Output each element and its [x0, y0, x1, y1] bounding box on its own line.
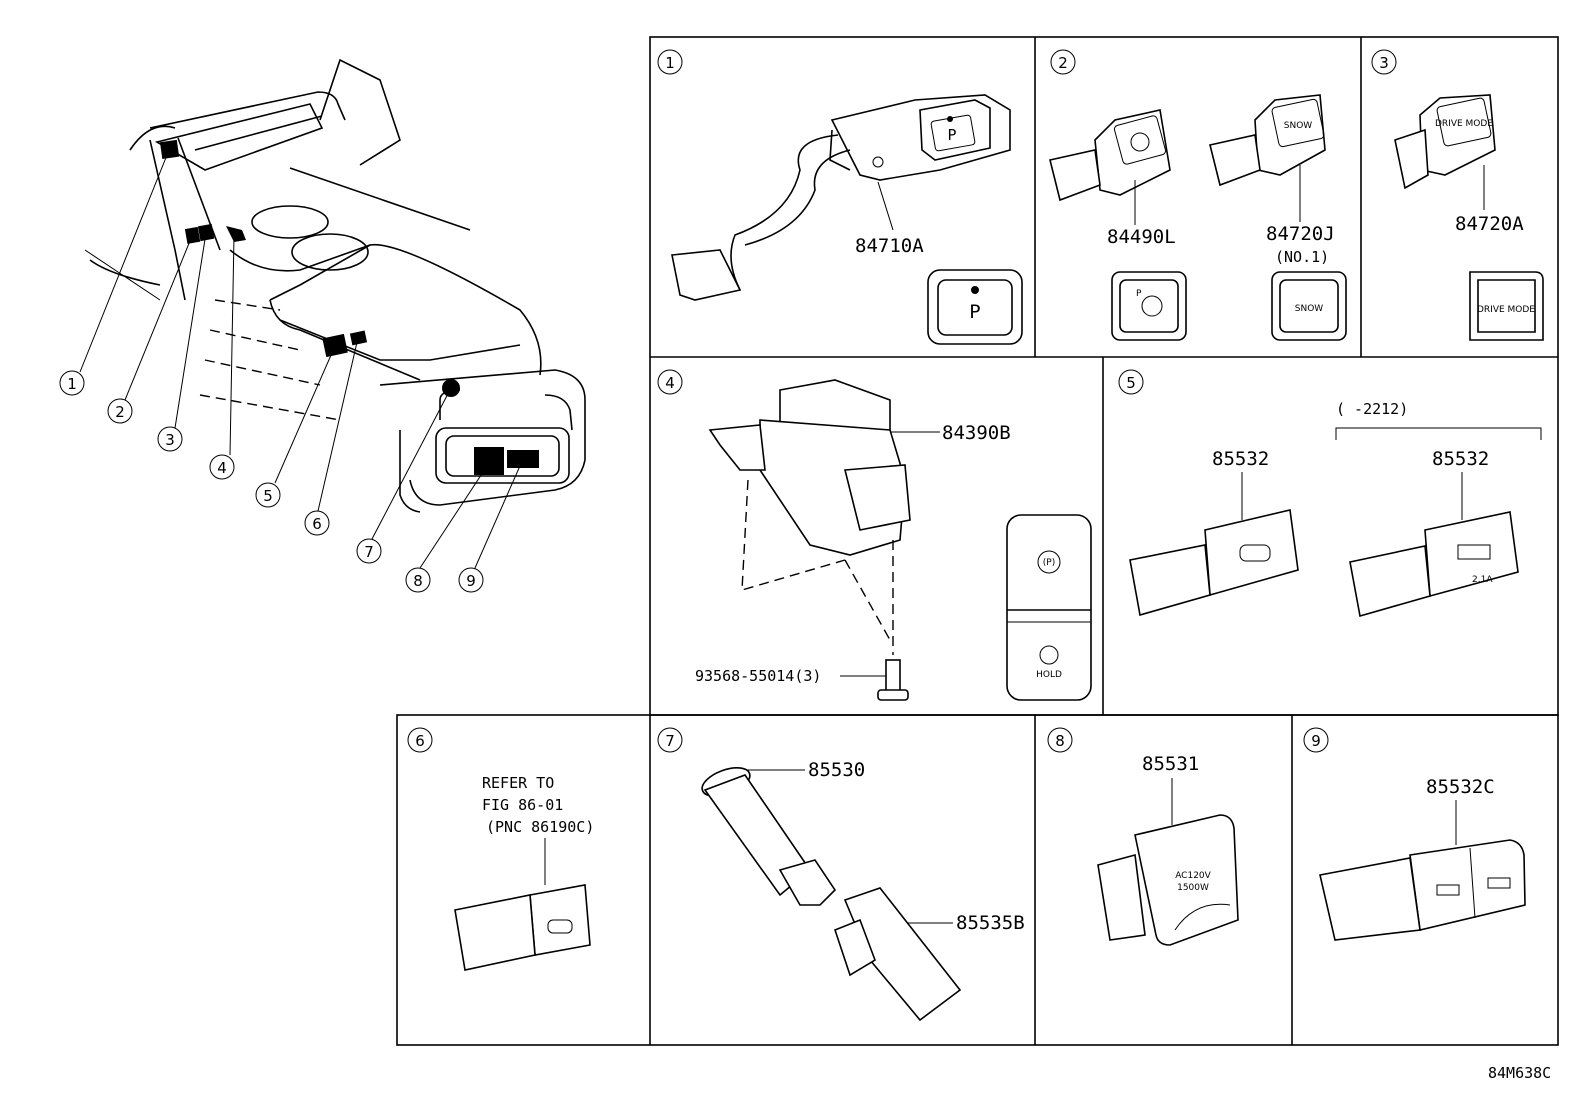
- svg-text:6: 6: [415, 732, 425, 750]
- steering-heater-button-face: P: [1111, 271, 1187, 341]
- drive-mode-button-face: DRIVE MODE: [1469, 271, 1544, 341]
- part-84720A: 84720A: [1455, 213, 1524, 235]
- shift-button-face: P: [927, 269, 1023, 345]
- overview-callout-8: 8: [405, 567, 431, 593]
- parking-brake-switch: [708, 379, 940, 655]
- svg-text:P: P: [947, 126, 956, 144]
- panel-5: 5 ( -2212) 85532 85532 2.1A: [1118, 369, 1542, 618]
- svg-text:SNOW: SNOW: [1295, 304, 1324, 314]
- svg-text:5: 5: [263, 487, 273, 505]
- part-84720J: 84720J: [1266, 223, 1335, 245]
- panel-6: 6 REFER TO FIG 86-01 (PNC 86190C): [407, 727, 594, 971]
- dual-usb-charger: [1319, 839, 1526, 941]
- part-85532C: 85532C: [1426, 776, 1495, 798]
- usb-a-charger: 2.1A: [1349, 511, 1519, 618]
- refer-line-3: (PNC 86190C): [486, 818, 594, 836]
- panel-8: 8 85531 AC120V 1500W: [1047, 727, 1239, 946]
- panel-grid: [396, 36, 1559, 1046]
- part-84390B: 84390B: [942, 422, 1011, 444]
- refer-line-1: REFER TO: [482, 774, 554, 792]
- ac-outlet: AC120V 1500W: [1097, 814, 1239, 946]
- svg-text:3: 3: [165, 431, 175, 449]
- svg-text:8: 8: [1055, 732, 1065, 750]
- svg-text:7: 7: [364, 543, 374, 561]
- parking-hold-button-face: (P) HOLD: [1006, 514, 1092, 701]
- overview-callout-7: 7: [356, 538, 382, 564]
- usb-port-ref: [454, 884, 591, 971]
- svg-text:4: 4: [217, 459, 227, 477]
- panel-7: 7 85530 85535B: [657, 727, 1025, 1022]
- overview-callout-4: 4: [209, 454, 235, 480]
- panel-9: 9 85532C: [1303, 727, 1526, 941]
- usb-c-charger: [1129, 509, 1299, 617]
- diagram-code: 84M638C: [1488, 1064, 1551, 1082]
- steering-heater-switch: [1049, 109, 1171, 225]
- svg-text:7: 7: [665, 732, 675, 750]
- panel-1-number: 1: [665, 54, 675, 72]
- serial-range: ( -2212): [1336, 400, 1408, 418]
- svg-text:9: 9: [1311, 732, 1321, 750]
- snow-button-face: SNOW: [1271, 271, 1347, 341]
- svg-text:2: 2: [1058, 54, 1068, 72]
- shift-button-text: P: [969, 301, 980, 323]
- panel-2: 2 84490L SNOW 84720J (NO.1) P SNOW: [1049, 49, 1347, 341]
- svg-text:8: 8: [413, 572, 423, 590]
- power-socket: [701, 767, 837, 906]
- part-85532-b: 85532: [1432, 448, 1489, 470]
- part-85535B: 85535B: [956, 912, 1025, 934]
- part-84720J-note: (NO.1): [1275, 248, 1329, 266]
- part-84490L: 84490L: [1107, 226, 1176, 248]
- overview-callout-6: 6: [304, 510, 330, 536]
- panel-1: 1 P 84710A P: [657, 49, 1023, 345]
- svg-text:9: 9: [466, 572, 476, 590]
- svg-text:5: 5: [1126, 374, 1136, 392]
- svg-text:1: 1: [67, 375, 77, 393]
- refer-line-2: FIG 86-01: [482, 796, 563, 814]
- svg-text:SNOW: SNOW: [1284, 121, 1313, 131]
- part-85531: 85531: [1142, 753, 1199, 775]
- overview-callout-3: 3: [157, 426, 183, 452]
- svg-text:1500W: 1500W: [1177, 883, 1209, 893]
- part-84710A: 84710A: [855, 235, 924, 257]
- overview-callout-5: 5: [255, 482, 281, 508]
- svg-text:AC120V: AC120V: [1175, 871, 1211, 881]
- drive-mode-switch: DRIVE MODE: [1394, 94, 1496, 210]
- panel-3: 3 DRIVE MODE 84720A DRIVE MODE: [1371, 49, 1544, 341]
- svg-text:2.1A: 2.1A: [1472, 575, 1493, 585]
- screw: [840, 659, 909, 701]
- overview-callout-1: 1: [59, 370, 85, 396]
- part-85532-a: 85532: [1212, 448, 1269, 470]
- svg-text:DRIVE MODE: DRIVE MODE: [1477, 305, 1535, 315]
- svg-text:P: P: [1136, 289, 1142, 299]
- svg-text:3: 3: [1379, 54, 1389, 72]
- shift-switch-part: P: [671, 94, 1011, 301]
- socket-lamp: [834, 887, 962, 1022]
- overview-callout-2: 2: [107, 398, 133, 424]
- screw-part-number: 93568-55014(3): [695, 667, 821, 685]
- part-85530: 85530: [808, 759, 865, 781]
- svg-text:4: 4: [665, 374, 675, 392]
- snow-switch: SNOW: [1209, 94, 1326, 222]
- overview-callout-9: 9: [458, 567, 484, 593]
- svg-text:HOLD: HOLD: [1036, 670, 1062, 680]
- console-overview: 1 2 3 4 5 6 7 8 9: [59, 58, 586, 593]
- panel-4: 4 84390B 93568-55014(3) (P) HOLD: [657, 369, 1092, 701]
- svg-text:6: 6: [312, 515, 322, 533]
- svg-text:2: 2: [115, 403, 125, 421]
- svg-text:DRIVE MODE: DRIVE MODE: [1435, 119, 1493, 129]
- svg-text:(P): (P): [1043, 558, 1055, 568]
